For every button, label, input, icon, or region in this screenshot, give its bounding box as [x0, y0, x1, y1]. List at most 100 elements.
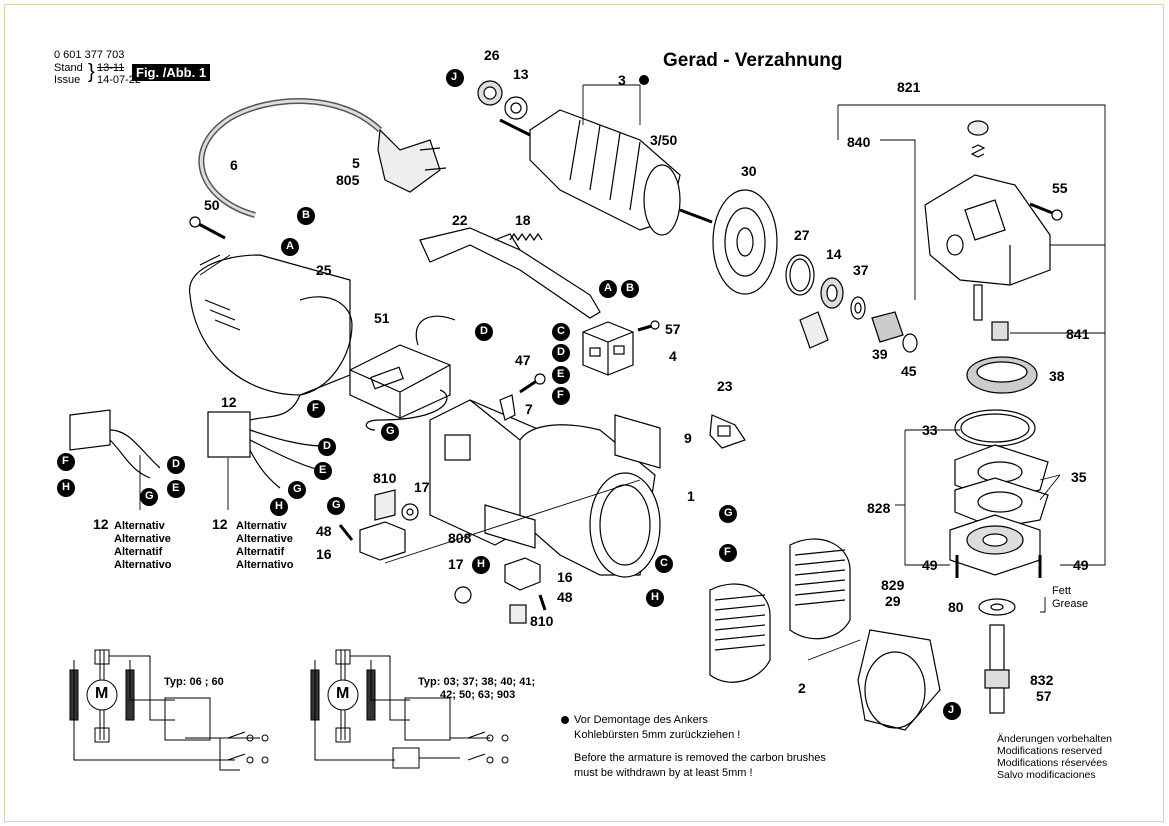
callout-48: 48 — [316, 523, 332, 539]
stand-label: Stand — [54, 62, 83, 74]
alt-label: Alternativo — [236, 559, 294, 571]
fan-30 — [712, 189, 778, 295]
wiring-type-b-line2: 42; 50; 63; 903 — [440, 689, 516, 701]
screw-48b — [538, 594, 547, 611]
screw-50 — [189, 216, 226, 240]
alt-label: Alternativ — [236, 520, 287, 532]
clip-7 — [499, 394, 516, 421]
connector-letter: C — [557, 325, 565, 337]
connector-F-switch — [552, 387, 570, 405]
motor-symbol-a: M — [95, 685, 109, 702]
callout-12-alt1: 12 — [93, 516, 109, 532]
callout-3-50: 3/50 — [650, 132, 678, 148]
connector-G-810 — [327, 497, 345, 515]
plug — [377, 128, 447, 193]
callout-25: 25 — [316, 262, 332, 278]
connector-G-alt1 — [140, 488, 158, 506]
connector-E-switch — [552, 366, 570, 384]
callout-39: 39 — [872, 346, 888, 362]
callout-37: 37 — [853, 262, 869, 278]
plate-808 — [484, 504, 536, 549]
gasket-35b — [954, 477, 1049, 529]
callout-17: 17 — [414, 479, 430, 495]
connector-letter: E — [172, 482, 180, 494]
connector-A-switch — [599, 280, 617, 298]
callout-55: 55 — [1052, 180, 1068, 196]
alt-label: Alternative — [114, 533, 171, 545]
connector-letter: C — [660, 557, 668, 569]
brush-holder-16b — [504, 557, 541, 591]
motor-symbol-b: M — [336, 685, 350, 702]
switch-knob-23 — [709, 414, 746, 449]
alt-label: Alternatif — [236, 546, 285, 558]
knob-840 — [967, 120, 989, 136]
field-coil-2a — [709, 583, 771, 683]
spindle-32 — [984, 624, 1010, 714]
callout-5: 5 — [352, 155, 360, 171]
wiring-type-a: Typ: 06 ; 60 — [164, 676, 224, 688]
connector-C-switch — [552, 323, 570, 341]
callout-51: 51 — [374, 310, 390, 326]
callout-12-alt2: 12 — [212, 516, 228, 532]
connector-A-cable — [281, 238, 299, 256]
switch-4 — [582, 321, 634, 376]
ring-27 — [785, 254, 815, 296]
connector-D-51 — [475, 323, 493, 341]
callout-33: 33 — [922, 422, 938, 438]
callout-16b: 16 — [557, 569, 573, 585]
callout-810: 810 — [373, 470, 397, 486]
callout-840: 840 — [847, 134, 871, 150]
wiring-type-b-line1: Typ: 03; 37; 38; 40; 41; — [418, 676, 536, 688]
connector-letter: G — [386, 425, 395, 437]
connector-B-cable — [297, 207, 315, 225]
callout-49-left: 49 — [922, 557, 938, 573]
note-en-line1: Before the armature is removed the carbo… — [574, 752, 826, 764]
figure-label: Fig. /Abb. 1 — [132, 64, 211, 81]
page-frame — [4, 4, 1164, 822]
connector-letter: D — [480, 325, 488, 337]
gear-head-821 — [924, 174, 1051, 286]
alt-label: Alternativ — [114, 520, 165, 532]
connector-B-switch — [621, 280, 639, 298]
connector-letter: D — [323, 440, 331, 452]
connector-H-alt1 — [57, 479, 75, 497]
bearing-26 — [477, 80, 503, 106]
callout-80: 80 — [948, 599, 964, 615]
connector-letter: A — [604, 282, 612, 294]
spring-17b — [454, 586, 472, 604]
callout-27: 27 — [794, 227, 810, 243]
callout-7: 7 — [525, 401, 533, 417]
connector-G-coil — [719, 505, 737, 523]
brace-glyph: } — [88, 61, 95, 83]
note-de-line2: Kohlebürsten 5mm zurückziehen ! — [574, 729, 741, 741]
callout-12: 12 — [221, 394, 237, 410]
motor-cover-25 — [189, 254, 353, 396]
callout-29: 29 — [885, 593, 901, 609]
issue-date: 14-07-22 — [97, 74, 142, 86]
issue-label: Issue — [54, 74, 81, 86]
callout-17b: 17 — [448, 556, 464, 572]
callout-14: 14 — [826, 246, 842, 262]
connector-badges — [57, 69, 961, 724]
bearing-13 — [504, 96, 528, 120]
callout-16: 16 — [316, 546, 332, 562]
callout-1: 1 — [687, 488, 695, 504]
connector-letter: B — [626, 282, 634, 294]
connector-letter: A — [286, 240, 294, 252]
pin-840 — [973, 284, 983, 321]
connector-letter: F — [312, 402, 319, 414]
connector-letter: G — [293, 483, 302, 495]
field-coil-2b — [789, 538, 851, 640]
callout-35: 35 — [1071, 469, 1087, 485]
old-date: 13-11 — [97, 62, 125, 74]
connector-F-coil — [719, 544, 737, 562]
screw-57 — [637, 320, 660, 332]
alt-label: Alternatif — [114, 546, 163, 558]
connector-letter: E — [319, 464, 327, 476]
connector-letter: H — [275, 500, 283, 512]
modifications-fr: Modifications réservées — [997, 757, 1108, 769]
screw-55 — [1029, 202, 1063, 221]
bevel-gear-38 — [966, 356, 1038, 394]
callout-23: 23 — [717, 378, 733, 394]
callout-810b: 810 — [530, 613, 554, 629]
